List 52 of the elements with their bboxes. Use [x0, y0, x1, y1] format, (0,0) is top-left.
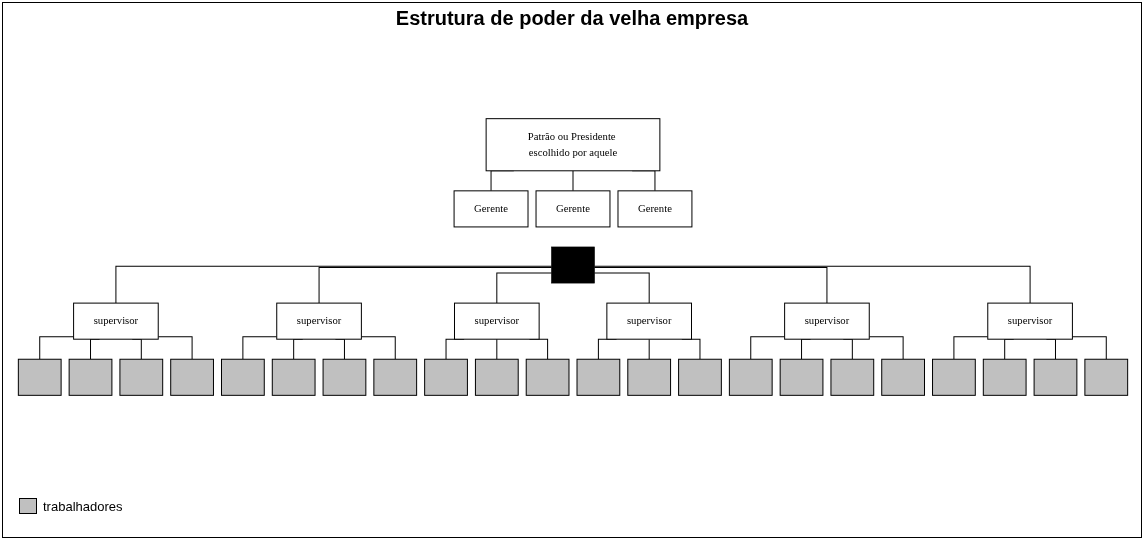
- diagram-title: Estrutura de poder da velha empresa: [394, 7, 750, 30]
- connector: [157, 336, 193, 360]
- node-box: [424, 358, 468, 396]
- node-box: supervisor: [987, 302, 1073, 340]
- node-box: [779, 358, 824, 396]
- node-box: [678, 358, 722, 396]
- node-box: [1033, 358, 1078, 396]
- connector: [39, 336, 75, 360]
- node-box: [271, 358, 316, 396]
- node-box: [525, 358, 570, 396]
- node-box: [576, 358, 621, 396]
- node-box: [17, 358, 62, 396]
- node-box: [1084, 358, 1129, 396]
- node-box: supervisor: [276, 302, 362, 340]
- connector: [593, 265, 1031, 304]
- node-box: [982, 358, 1027, 396]
- node-box: [627, 358, 672, 396]
- connector: [318, 266, 553, 304]
- node-box: supervisor: [73, 302, 159, 340]
- node-box: supervisor: [454, 302, 540, 340]
- connector: [572, 170, 574, 192]
- connector: [750, 336, 786, 360]
- legend-label: trabalhadores: [43, 498, 123, 514]
- node-box: Patrão ou Presidente escolhido por aquele: [485, 118, 661, 172]
- connector: [868, 336, 904, 360]
- node-box: [830, 358, 875, 396]
- node-box: Gerente: [617, 190, 693, 228]
- connector: [953, 336, 989, 360]
- node-box: supervisor: [606, 302, 692, 340]
- node-box: [322, 358, 367, 396]
- node-box: [474, 358, 519, 396]
- connector: [1071, 336, 1107, 360]
- connector: [593, 266, 828, 304]
- connector: [115, 265, 553, 304]
- node-box: [932, 358, 976, 396]
- node-box: supervisor: [784, 302, 870, 340]
- connector: [360, 336, 396, 360]
- node-box: [68, 358, 113, 396]
- node-bar: [551, 246, 595, 284]
- node-box: Gerente: [535, 190, 611, 228]
- connector: [496, 272, 553, 304]
- node-box: [373, 358, 418, 396]
- node-box: [221, 358, 265, 396]
- node-box: [881, 358, 925, 396]
- node-box: [119, 358, 164, 396]
- connector: [496, 338, 498, 360]
- connector: [593, 272, 650, 304]
- node-box: Gerente: [453, 190, 529, 228]
- node-box: [170, 358, 214, 396]
- node-box: [728, 358, 773, 396]
- connector: [648, 338, 650, 360]
- connector: [242, 336, 278, 360]
